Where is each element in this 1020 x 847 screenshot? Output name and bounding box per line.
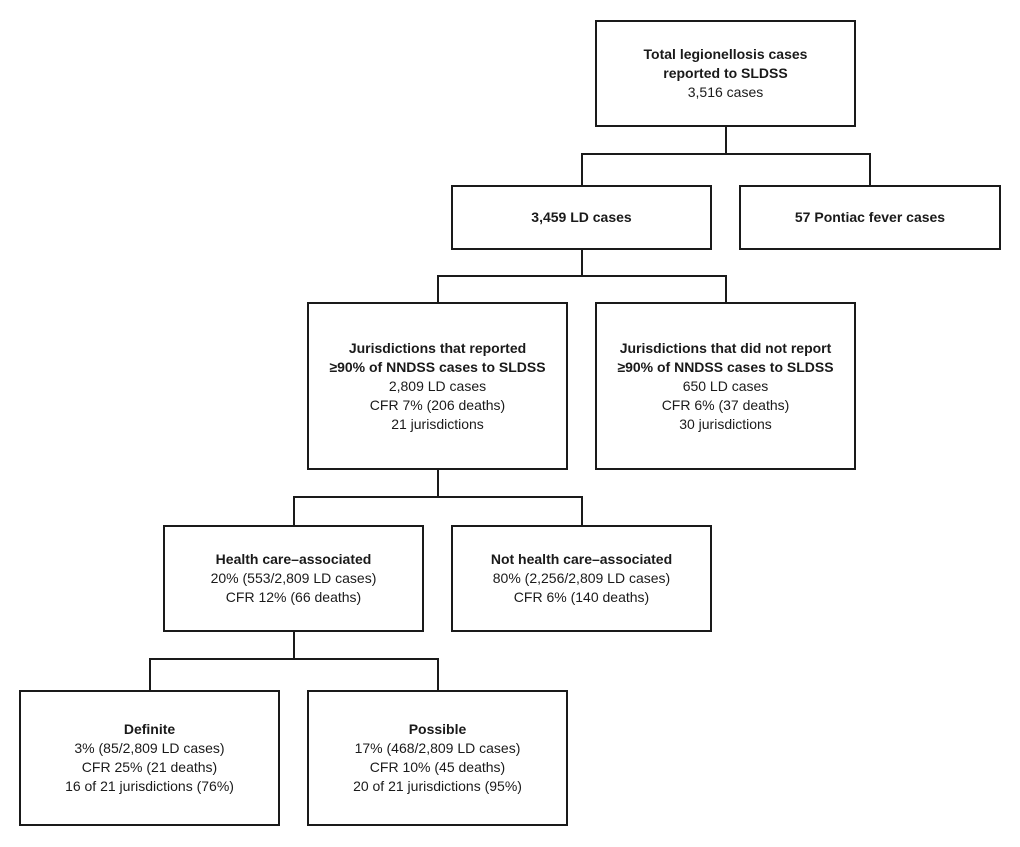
node-not-health-care-cfr: CFR 6% (140 deaths) (513, 589, 650, 605)
node-not-reported-jurisdictions: 30 jurisdictions (679, 415, 772, 432)
node-not-health-care-associated: Not health care–associated 80% (2,256/2,… (451, 525, 712, 632)
node-not-health-care-title: Not health care–associated (490, 551, 673, 567)
node-total-cases: 3,516 cases (687, 84, 764, 100)
node-definite-title: Definite (123, 721, 176, 737)
node-not-reported-title-line-2: ≥90% of NNDSS cases to SLDSS (617, 358, 834, 375)
node-definite-jurisdictions: 16 of 21 jurisdictions (76%) (65, 778, 234, 794)
node-possible-share: 17% (468/2,809 LD cases) (354, 740, 521, 756)
node-reported-title-line-2: ≥90% of NNDSS cases to SLDSS (329, 358, 546, 375)
node-not-health-care-share: 80% (2,256/2,809 LD cases) (492, 570, 671, 586)
node-total-title-line-2: reported to SLDSS (663, 65, 788, 81)
node-not-reported-cases: 650 LD cases (682, 377, 769, 394)
node-total-title-line-1: Total legionellosis cases (643, 46, 808, 62)
node-definite-cfr: CFR 25% (21 deaths) (81, 759, 218, 775)
node-reported-cfr: CFR 7% (206 deaths) (369, 396, 506, 413)
node-pontiac-title: 57 Pontiac fever cases (794, 209, 946, 225)
node-health-care-cfr: CFR 12% (66 deaths) (225, 589, 362, 605)
node-reported-cases: 2,809 LD cases (388, 377, 487, 394)
node-not-reported-cfr: CFR 6% (37 deaths) (661, 396, 790, 413)
node-definite-share: 3% (85/2,809 LD cases) (74, 740, 225, 756)
node-total-legionellosis: Total legionellosis cases reported to SL… (595, 20, 856, 127)
node-health-care-share: 20% (553/2,809 LD cases) (210, 570, 377, 586)
node-ld-title: 3,459 LD cases (531, 209, 632, 225)
node-reported-jurisdictions: 21 jurisdictions (391, 415, 484, 432)
node-possible: Possible 17% (468/2,809 LD cases) CFR 10… (307, 690, 568, 826)
node-not-reported-title-line-1: Jurisdictions that did not report (619, 339, 832, 356)
node-possible-cfr: CFR 10% (45 deaths) (369, 759, 506, 775)
node-possible-title: Possible (408, 721, 467, 737)
node-jurisdictions-reported: Jurisdictions that reported ≥90% of NNDS… (307, 302, 568, 470)
node-ld-cases: 3,459 LD cases (451, 185, 712, 250)
node-reported-title-line-1: Jurisdictions that reported (348, 339, 527, 356)
node-health-care-associated: Health care–associated 20% (553/2,809 LD… (163, 525, 424, 632)
node-definite: Definite 3% (85/2,809 LD cases) CFR 25% … (19, 690, 280, 826)
node-health-care-title: Health care–associated (215, 551, 372, 567)
node-possible-jurisdictions: 20 of 21 jurisdictions (95%) (353, 778, 522, 794)
node-jurisdictions-not-reported: Jurisdictions that did not report ≥90% o… (595, 302, 856, 470)
node-pontiac-fever-cases: 57 Pontiac fever cases (739, 185, 1001, 250)
